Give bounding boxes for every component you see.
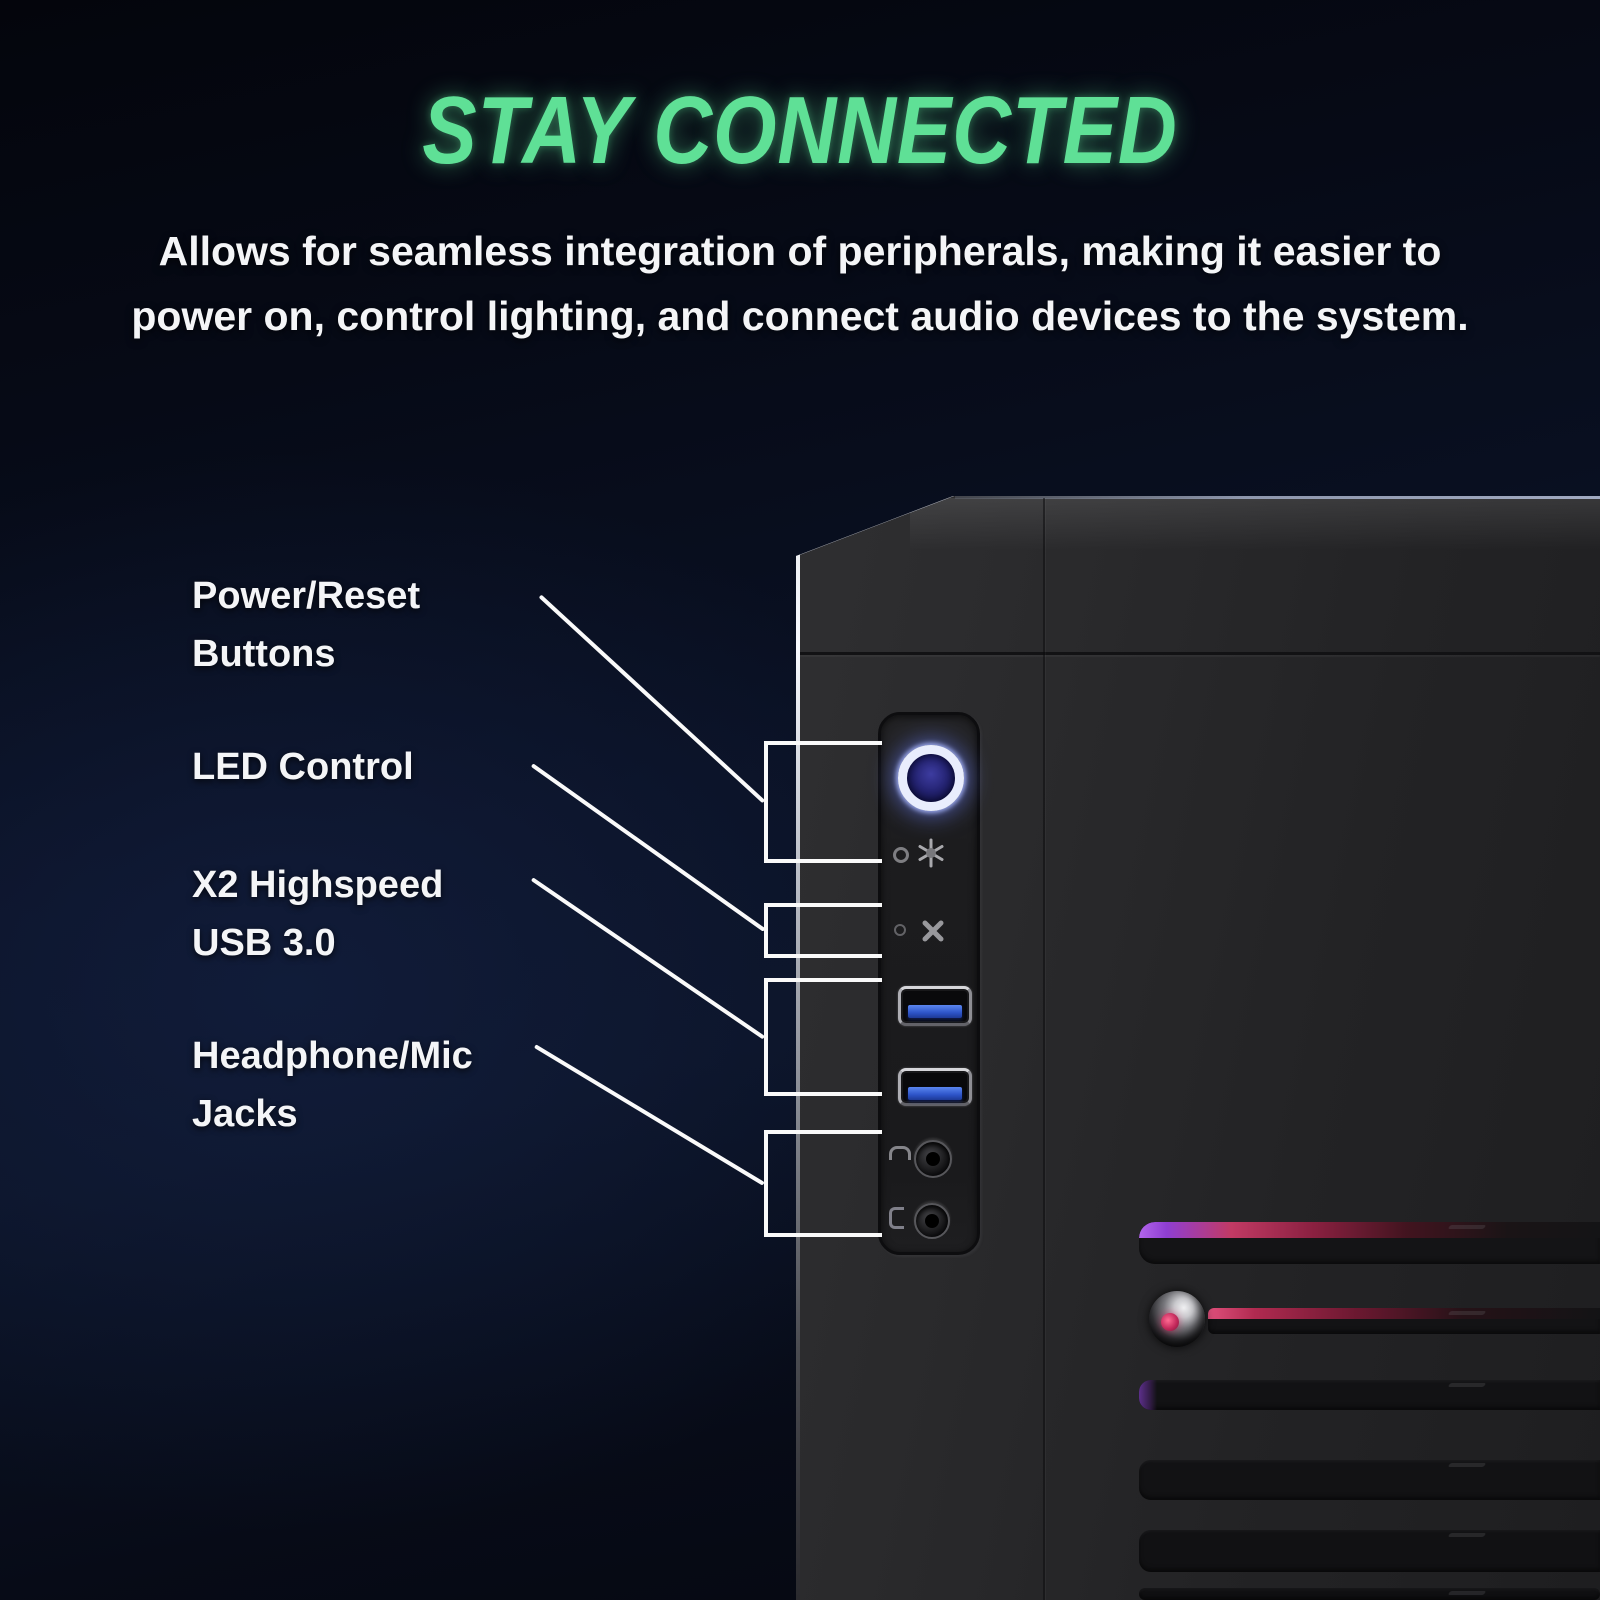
usb3-port-1-tongue	[908, 1005, 962, 1018]
callout-line-power-reset	[538, 594, 766, 804]
callout-usb-3-0: X2 Highspeed USB 3.0	[192, 856, 443, 972]
rgb-strip-purple-red	[1139, 1222, 1600, 1238]
callout-line: Headphone/Mic	[192, 1035, 473, 1077]
vent-slat-1	[1139, 1222, 1600, 1264]
callout-line: Power/Reset	[192, 575, 421, 617]
reset-button-icon	[918, 838, 944, 868]
callout-bracket-power-reset	[764, 741, 882, 863]
callout-led-control: LED Control	[192, 738, 414, 796]
subtitle-line-2: power on, control lighting, and connect …	[131, 293, 1469, 339]
mic-jack-hole	[925, 1214, 939, 1228]
headphone-jack	[914, 1140, 952, 1178]
vent-slat-5	[1139, 1530, 1600, 1572]
power-button-icon	[898, 745, 964, 811]
reset-led-dot	[893, 847, 909, 863]
callout-line: USB 3.0	[192, 922, 336, 964]
usb3-port-2	[898, 1068, 972, 1106]
vent-slat-4	[1139, 1460, 1600, 1500]
pc-case	[796, 496, 1600, 1600]
subtitle-line-1: Allows for seamless integration of perip…	[158, 228, 1442, 274]
callout-power-reset-buttons: Power/Reset Buttons	[192, 567, 420, 683]
case-horizontal-seam	[800, 652, 1600, 655]
usb3-port-2-tongue	[908, 1087, 962, 1100]
callout-headphone-mic-jacks: Headphone/Mic Jacks	[192, 1027, 473, 1143]
callout-line-audio	[533, 1044, 765, 1186]
callout-line: LED Control	[192, 746, 414, 788]
front-io-panel	[878, 712, 980, 1255]
callout-line: Buttons	[192, 633, 336, 675]
mic-icon	[889, 1207, 904, 1229]
led-mode-button-icon	[922, 920, 944, 942]
usb3-port-1	[898, 986, 972, 1026]
vent-slat-6	[1139, 1588, 1600, 1600]
page-title: STAY CONNECTED	[422, 77, 1178, 184]
vent-slat-2	[1208, 1308, 1600, 1334]
vent-slat-3	[1139, 1380, 1600, 1410]
callout-bracket-audio	[764, 1130, 882, 1237]
headphone-jack-hole	[926, 1152, 940, 1166]
callout-line: X2 Highspeed	[192, 864, 444, 906]
callout-line-usb	[530, 877, 765, 1040]
case-top-sheen	[910, 498, 1600, 550]
rgb-strip-red	[1208, 1308, 1600, 1319]
led-indicator-dot	[894, 924, 906, 936]
mic-jack	[914, 1203, 950, 1239]
case-left-edge-highlight	[796, 554, 800, 1600]
headphone-icon	[889, 1146, 911, 1160]
rgb-knob-icon	[1149, 1291, 1205, 1347]
case-top-edge-highlight	[955, 496, 1600, 499]
rgb-knob-red-dot	[1161, 1313, 1179, 1331]
callout-line: Jacks	[192, 1093, 298, 1135]
callout-bracket-led-control	[764, 903, 882, 958]
callout-bracket-usb	[764, 978, 882, 1096]
case-front-bezel-seam	[1043, 498, 1045, 1600]
callout-line-led-control	[530, 763, 766, 932]
